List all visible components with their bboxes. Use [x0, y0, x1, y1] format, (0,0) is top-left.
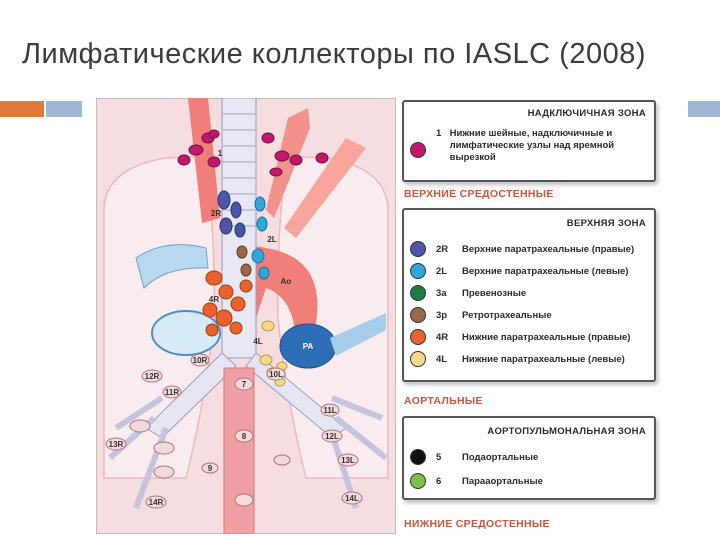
node-label: 4R	[209, 295, 219, 304]
station-2l-nodes	[251, 196, 270, 280]
legend-item-3p: 3p Ретротрахеальные	[410, 306, 648, 324]
lower-mediastinal-label: НИЖНИЕ СРЕДОСТЕННЫЕ	[404, 518, 550, 530]
node-label: 11R	[165, 388, 179, 397]
aortic-label: АОРТАЛЬНЫЕ	[404, 395, 483, 407]
legend-item-text: Превенозные	[462, 287, 527, 299]
node-label: 14L	[345, 494, 359, 503]
node-label: 2L	[267, 235, 276, 244]
accent-bar-orange	[0, 101, 44, 117]
node-label: 1	[218, 149, 223, 158]
left-artery	[284, 138, 366, 238]
aortopulmonary-zone-title: АОРТОПУЛЬМОНАЛЬНАЯ ЗОНА	[487, 426, 646, 437]
accent-bar-blue-right	[688, 101, 720, 117]
legend-item-4r: 4R Нижние паратрахеальные (правые)	[410, 328, 648, 346]
node-label: 10R	[193, 356, 208, 365]
legend-item-text: Подаортальные	[462, 451, 539, 463]
left-pulmonary-artery	[330, 313, 386, 356]
legend-item-code: 3p	[436, 309, 448, 321]
accent-bar-blue-left	[46, 101, 82, 117]
legend-item-3a: 3a Превенозные	[410, 284, 648, 302]
supraclavicular-zone-title: НАДКЛЮЧИЧНАЯ ЗОНА	[527, 108, 646, 119]
node-label: Ao	[281, 277, 292, 286]
legend-item-text: Верхние паратрахеальные (правые)	[462, 243, 635, 255]
station-1-nodes	[177, 129, 329, 177]
supraclavicular-zone-box: НАДКЛЮЧИЧНАЯ ЗОНА 1 Нижние шейные, надкл…	[402, 100, 656, 182]
anatomy-svg: 1 2R 2L 4R 4L Ao PA 10R 10L 7 11R 11L 12…	[95, 97, 397, 535]
legend-item-4l: 4L Нижние паратрахеальные (левые)	[410, 350, 648, 368]
legend-color-dot	[410, 142, 426, 158]
node-label: 11L	[323, 406, 336, 415]
legend-item-code: 5	[436, 451, 442, 463]
lymph-node-diagram: 1 2R 2L 4R 4L Ao PA 10R 10L 7 11R 11L 12…	[95, 97, 397, 535]
legend-item-code: 1	[436, 128, 442, 139]
slide-title: Лимфатические коллекторы по IASLC (2008)	[22, 38, 647, 70]
segmental-bronchi	[107, 395, 388, 510]
node-label: 12L	[325, 432, 339, 441]
node-label: 13L	[341, 456, 355, 465]
legend-item-code: 4R	[436, 331, 449, 343]
node-label: PA	[303, 342, 314, 351]
node-label: 9	[208, 464, 213, 473]
legend-item-6: 6 Парааортальные	[410, 472, 648, 490]
legend-color-dot	[410, 263, 426, 279]
legend-item-5: 5 Подаортальные	[410, 448, 648, 466]
legend-color-dot	[410, 351, 426, 367]
legend-item-code: 6	[436, 475, 442, 487]
node-label: 4L	[253, 337, 262, 346]
node-label: 8	[242, 432, 247, 441]
station-3p-nodes	[236, 245, 252, 277]
node-label: 2R	[211, 209, 221, 218]
pulmonary-vein-right	[151, 310, 221, 356]
legend-item-text: Ретротрахеальные	[462, 309, 552, 321]
legend-item-text: Парааортальные	[462, 475, 543, 487]
legend-item-text: Нижние паратрахеальные (правые)	[462, 331, 631, 343]
node-labels: 1 2R 2L 4R 4L Ao PA 10R 10L 7 11R 11L 12…	[109, 149, 359, 507]
legend-item-code: 3a	[436, 287, 447, 299]
legend-panel: НАДКЛЮЧИЧНАЯ ЗОНА 1 Нижние шейные, надкл…	[400, 98, 686, 534]
upper-zone-title: ВЕРХНЯЯ ЗОНА	[566, 218, 646, 229]
node-label: 12R	[145, 372, 160, 381]
legend-color-dot	[410, 241, 426, 257]
node-label: 10L	[269, 370, 283, 379]
node-label: 7	[242, 380, 247, 389]
left-subclavian	[266, 108, 310, 218]
legend-color-dot	[410, 285, 426, 301]
node-label: 14R	[149, 498, 164, 507]
legend-color-dot	[410, 449, 426, 465]
legend-color-dot	[410, 329, 426, 345]
legend-item-2r: 2R Верхние паратрахеальные (правые)	[410, 240, 648, 258]
legend-item-code: 2R	[436, 243, 449, 255]
legend-item-text: Нижние паратрахеальные (левые)	[462, 353, 625, 365]
legend-item-code: 4L	[436, 353, 448, 365]
legend-item-1: 1 Нижние шейные, надключичные и лимфатич…	[410, 128, 648, 172]
upper-mediastinal-label: ВЕРХНИЕ СРЕДОСТЕННЫЕ	[404, 188, 554, 200]
legend-color-dot	[410, 473, 426, 489]
aortopulmonary-zone-box: АОРТОПУЛЬМОНАЛЬНАЯ ЗОНА 5 Подаортальные …	[402, 416, 656, 500]
legend-item-code: 2L	[436, 265, 448, 277]
node-label: 13R	[109, 440, 124, 449]
right-carotid	[188, 98, 220, 223]
station-4r-nodes	[202, 270, 253, 337]
esophagus	[223, 367, 255, 535]
legend-color-dot	[410, 307, 426, 323]
azygos-vein	[135, 244, 209, 289]
upper-zone-box: ВЕРХНЯЯ ЗОНА 2R Верхние паратрахеальные …	[402, 208, 656, 382]
legend-item-text: Нижние шейные, надключичные и лимфатичес…	[449, 128, 615, 163]
station-2r-nodes	[217, 190, 246, 238]
hilar-and-lobar-nodes	[105, 152, 363, 509]
legend-item-text: Верхние паратрахеальные (левые)	[462, 265, 629, 277]
legend-item-2l: 2L Верхние паратрахеальные (левые)	[410, 262, 648, 280]
